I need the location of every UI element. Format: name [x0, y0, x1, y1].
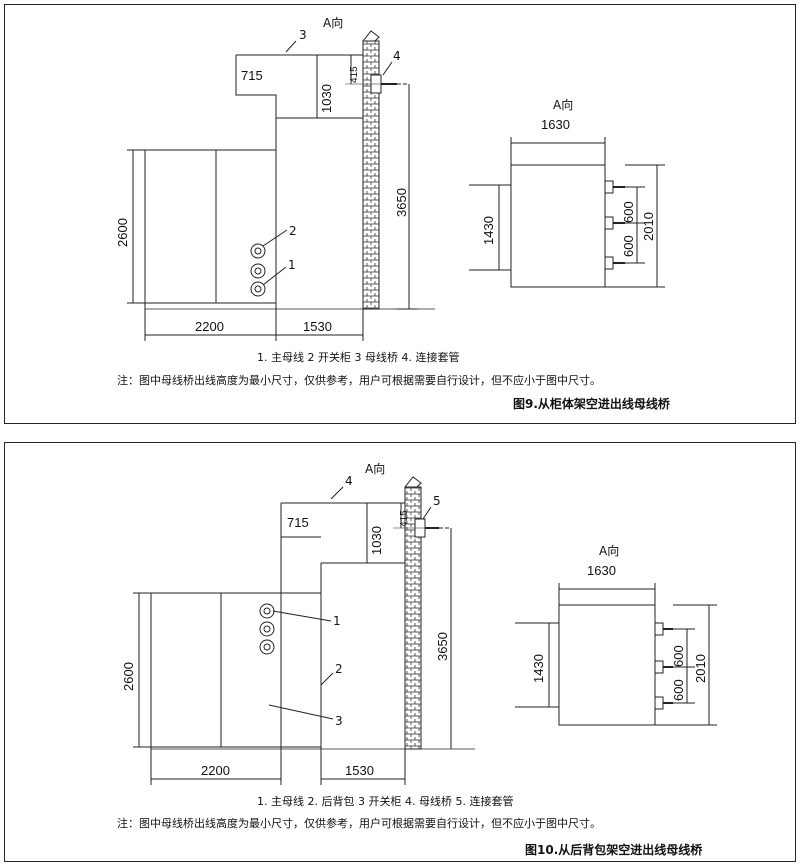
callout-5: 5 [433, 494, 441, 508]
figure-10-panel: 715 1030 415 3650 2600 2200 1530 1630 14… [4, 442, 796, 862]
leader-2 [320, 672, 334, 686]
dim-415: 415 [399, 510, 410, 527]
a-view-bridge-section [558, 604, 656, 726]
leader-3 [285, 40, 297, 53]
leader-4 [330, 486, 344, 500]
callout-1: 1 [288, 258, 296, 272]
dim-1430: 1430 [531, 654, 546, 683]
leader-2 [262, 229, 288, 247]
figure-10-drawing: 715 1030 415 3650 2600 2200 1530 1630 14… [121, 461, 717, 785]
dim-600-upper: 600 [621, 201, 636, 223]
dim-1630: 1630 [541, 117, 570, 132]
dim-2200: 2200 [201, 763, 230, 778]
dim-715: 715 [287, 515, 309, 530]
dim-2010: 2010 [641, 212, 656, 241]
switchgear-cabinet [144, 149, 277, 304]
note: 注：图中母线桥出线高度为最小尺寸，仅供参考，用户可根据需要自行设计，但不应小于图… [117, 817, 601, 830]
a-view-arrow-label: A向 [365, 461, 385, 476]
figure-title: 图10.从后背包架空进出线母线桥 [525, 843, 703, 857]
a-view-bushings [654, 622, 673, 710]
figure-9-drawing: 715 1030 415 3650 2600 2200 1530 1630 14… [115, 15, 665, 341]
dim-2200: 2200 [195, 319, 224, 334]
switchgear-cabinet [150, 592, 322, 748]
a-view-title: A向 [599, 543, 619, 558]
dim-415: 415 [349, 66, 360, 83]
dim-2600: 2600 [115, 218, 130, 247]
leader-4 [382, 61, 393, 76]
dim-1530: 1530 [303, 319, 332, 334]
callout-3: 3 [299, 28, 307, 42]
leader-1 [262, 266, 287, 286]
callout-4: 4 [345, 474, 353, 488]
dim-2010: 2010 [693, 654, 708, 683]
callout-3: 3 [335, 714, 343, 728]
a-view-title: A向 [553, 97, 573, 112]
leader-3 [268, 704, 334, 720]
legend: 1. 主母线 2. 后背包 3 开关柜 4. 母线桥 5. 连接套管 [257, 795, 514, 808]
dim-3650: 3650 [435, 632, 450, 661]
wall-break [362, 30, 380, 42]
dim-1030: 1030 [319, 84, 334, 113]
a-view-bridge-section [510, 164, 606, 288]
dim-2600: 2600 [121, 662, 136, 691]
dim-1530: 1530 [345, 763, 374, 778]
callout-2: 2 [335, 662, 343, 676]
dim-600-upper: 600 [671, 645, 686, 667]
dim-1430: 1430 [481, 216, 496, 245]
leader-1 [272, 610, 332, 622]
dim-715: 715 [241, 68, 263, 83]
figure-9-panel: 715 1030 415 3650 2600 2200 1530 1630 14… [4, 4, 796, 424]
callout-1: 1 [333, 614, 341, 628]
dim-600-lower: 600 [621, 235, 636, 257]
dim-600-lower: 600 [671, 679, 686, 701]
a-view-arrow-label: A向 [323, 15, 343, 30]
callout-4: 4 [393, 49, 401, 63]
dim-3650: 3650 [394, 188, 409, 217]
leader-5 [422, 506, 432, 520]
legend: 1. 主母线 2 开关柜 3 母线桥 4. 连接套管 [257, 351, 460, 364]
a-view-bushings [604, 180, 625, 270]
dim-1030: 1030 [369, 526, 384, 555]
figure-title: 图9.从柜体架空进出线母线桥 [513, 397, 670, 411]
callout-2: 2 [289, 224, 297, 238]
note: 注：图中母线桥出线高度为最小尺寸，仅供参考，用户可根据需要自行设计，但不应小于图… [117, 374, 601, 387]
wall-break [404, 476, 422, 488]
dim-1630: 1630 [587, 563, 616, 578]
